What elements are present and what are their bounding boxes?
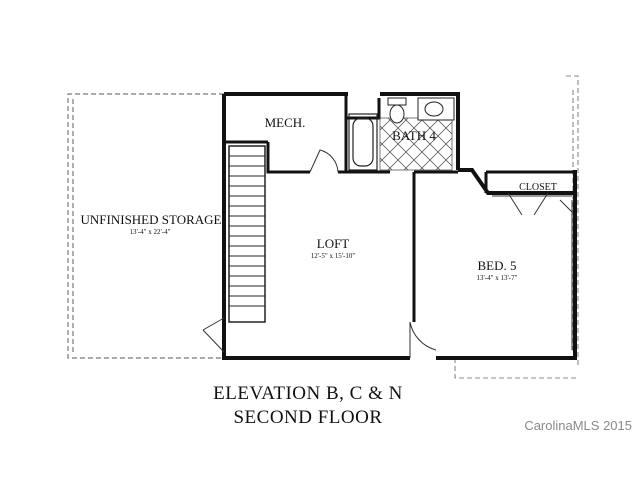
elevation-caption: ELEVATION B, C & N — [213, 383, 403, 404]
floor-caption: SECOND FLOOR — [233, 407, 383, 428]
doors — [202, 149, 573, 358]
storage-dims: 13'-4" x 22'-4" — [130, 228, 171, 236]
exterior-walls — [222, 92, 577, 360]
storage-label: UNFINISHED STORAGE — [81, 212, 222, 227]
storage-outline — [67, 93, 224, 359]
bathtub — [348, 113, 378, 171]
right-dashed-outline — [454, 75, 579, 379]
watermark: CarolinaMLS 2015 — [524, 418, 632, 433]
loft-dims: 12'-5" x 15'-10" — [311, 252, 356, 260]
closet-label: CLOSET — [519, 182, 557, 193]
bed-label: BED. 5 — [478, 258, 517, 273]
bed-dims: 13'-4" x 13'-7" — [477, 274, 518, 282]
mech-label: MECH. — [265, 115, 306, 130]
stairs — [228, 145, 266, 323]
loft-label: LOFT — [317, 236, 350, 251]
interior-walls — [226, 94, 575, 322]
sink — [417, 97, 455, 121]
closet-shelf — [492, 195, 573, 350]
toilet — [387, 97, 407, 124]
bath-label: BATH 4 — [392, 128, 436, 143]
bath-tile-floor — [379, 117, 453, 171]
